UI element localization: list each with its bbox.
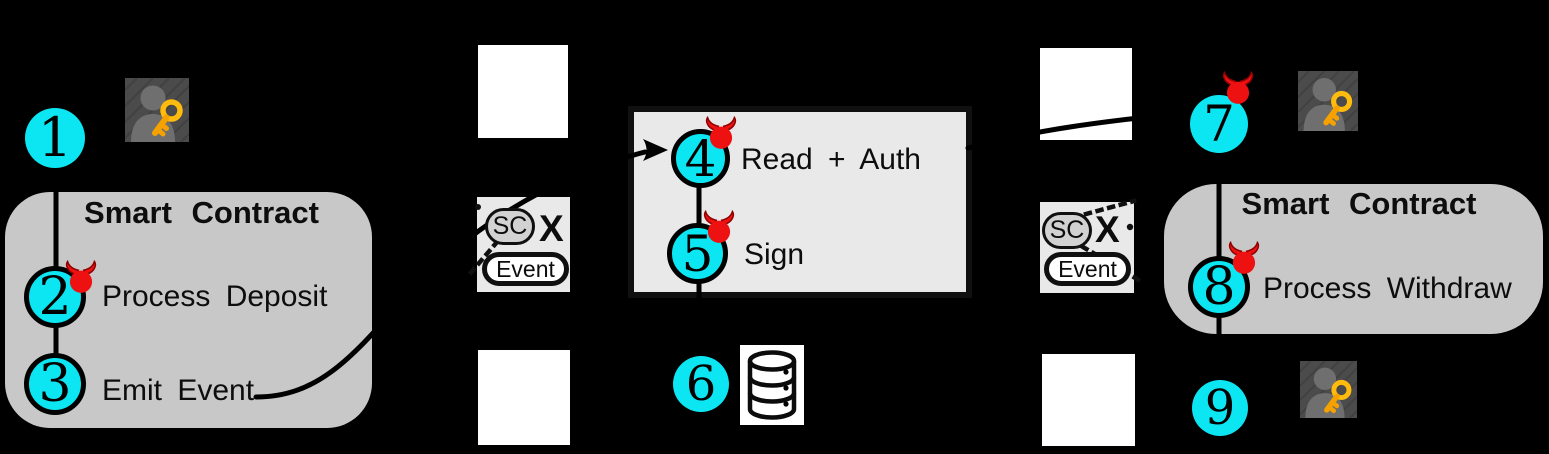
dotted-link-left-badge xyxy=(464,238,501,280)
blank-document-square xyxy=(1042,354,1135,446)
user-key-icon xyxy=(1300,361,1357,418)
devil-horns-icon xyxy=(1225,241,1263,275)
step4-label: Read + Auth xyxy=(741,143,921,176)
x-mark-left: X xyxy=(539,208,564,249)
step-circle-3: 3 xyxy=(24,353,86,415)
event-curve-to-step7 xyxy=(965,107,1222,151)
step-circle-9: 9 xyxy=(1192,380,1248,436)
event-pill-left: Event xyxy=(482,252,569,286)
sc-pill-right: SC xyxy=(1042,212,1092,249)
step-circle-8: 8 xyxy=(1188,256,1250,318)
blank-document-square xyxy=(478,45,568,138)
step2-label: Process Deposit xyxy=(102,280,328,313)
step-circle-7: 7 xyxy=(1190,95,1248,153)
dotted-link-left-badge-dot xyxy=(475,204,481,210)
sc-pill-left: SC xyxy=(485,208,535,245)
user-key-icon xyxy=(125,78,189,142)
user-key-icon xyxy=(1298,71,1358,131)
blank-document-square xyxy=(478,350,570,445)
step-circle-1: 1 xyxy=(25,108,85,168)
step5-label: Sign xyxy=(744,238,805,271)
database-icon xyxy=(742,347,802,423)
step-circle-6: 6 xyxy=(673,356,729,412)
dotted-link-right-badge-dot xyxy=(1126,223,1134,231)
emit-event-curve xyxy=(253,149,648,400)
x-mark-right: X xyxy=(1095,209,1120,250)
dotted-link-right-badge-upper xyxy=(1083,198,1137,217)
devil-horns-icon xyxy=(1219,71,1257,105)
left-contract-title: Smart Contract xyxy=(84,195,319,230)
event-pill-right: Event xyxy=(1044,252,1131,286)
arrowhead-into-step4 xyxy=(643,139,668,161)
devil-horns-icon xyxy=(62,260,100,294)
devil-horns-icon xyxy=(700,210,738,244)
devil-horns-icon xyxy=(702,116,740,150)
step3-label: Emit Event xyxy=(102,374,255,407)
step8-label: Process Withdraw xyxy=(1263,272,1512,305)
right-contract-title: Smart Contract xyxy=(1241,186,1477,221)
